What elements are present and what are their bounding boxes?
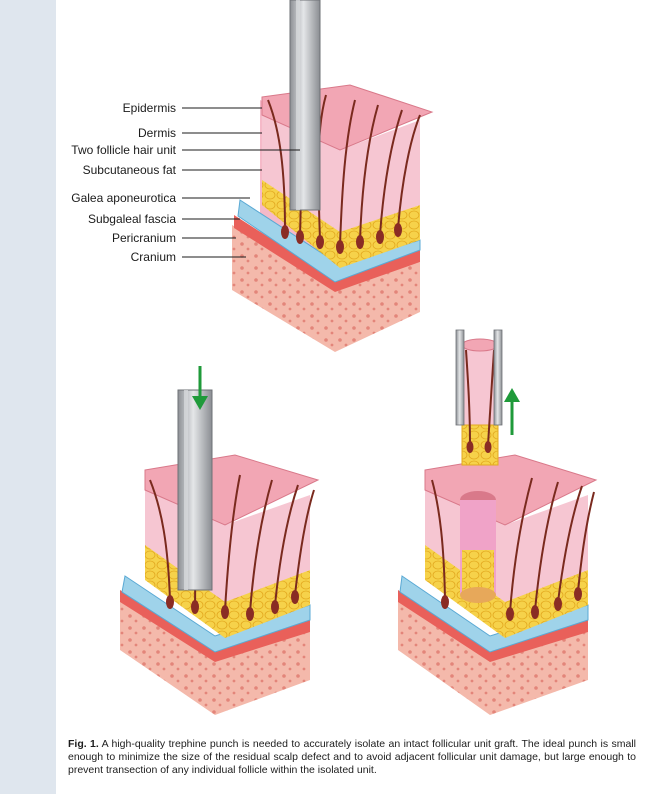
label-dermis: Dermis xyxy=(138,126,176,140)
top-follicles xyxy=(281,223,402,254)
label-two-follicle: Two follicle hair unit xyxy=(71,143,176,157)
br-galea-layer xyxy=(399,575,589,653)
label-galea: Galea aponeurotica xyxy=(71,191,176,205)
bl-follicles xyxy=(166,590,299,621)
br-cranium-layer xyxy=(398,600,588,715)
top-fat-layer xyxy=(262,175,420,268)
label-subgaleal: Subgaleal fascia xyxy=(87,212,176,226)
label-cranium: Cranium xyxy=(130,250,176,264)
label-epidermis: Epidermis xyxy=(122,101,176,115)
br-hairs xyxy=(431,477,595,613)
bl-punch-tool xyxy=(177,389,213,591)
label-leader-lines xyxy=(182,107,300,258)
caption-text: A high-quality trephine punch is needed … xyxy=(68,738,637,776)
br-follicles xyxy=(441,587,582,621)
br-fat-layer xyxy=(425,540,588,638)
bottom-right-scalp-block xyxy=(398,329,598,715)
br-pericranium-layer xyxy=(398,590,588,662)
figure-caption: Fig. 1. A high-quality trephine punch is… xyxy=(68,738,636,777)
label-subcutaneous-fat: Subcutaneous fat xyxy=(82,163,176,177)
top-punch-tool xyxy=(289,0,321,211)
br-punch-defect xyxy=(460,491,496,603)
down-arrow-icon xyxy=(192,366,208,410)
label-pericranium: Pericranium xyxy=(111,231,176,245)
sidebar-band xyxy=(0,0,56,794)
bl-cranium-layer xyxy=(120,600,310,715)
bottom-left-scalp-block xyxy=(120,366,320,715)
top-pericranium-layer xyxy=(234,215,420,292)
top-cranium-layer xyxy=(232,225,420,352)
bl-galea-layer xyxy=(121,575,311,653)
layer-labels: Epidermis Dermis Two follicle hair unit … xyxy=(0,0,650,300)
up-arrow-icon xyxy=(504,388,520,435)
bl-fat-layer xyxy=(145,540,310,638)
bl-pericranium-layer xyxy=(120,590,310,662)
top-scalp-block xyxy=(232,0,434,352)
extracted-graft xyxy=(455,329,503,466)
caption-fig-label: Fig. 1. xyxy=(68,738,99,750)
